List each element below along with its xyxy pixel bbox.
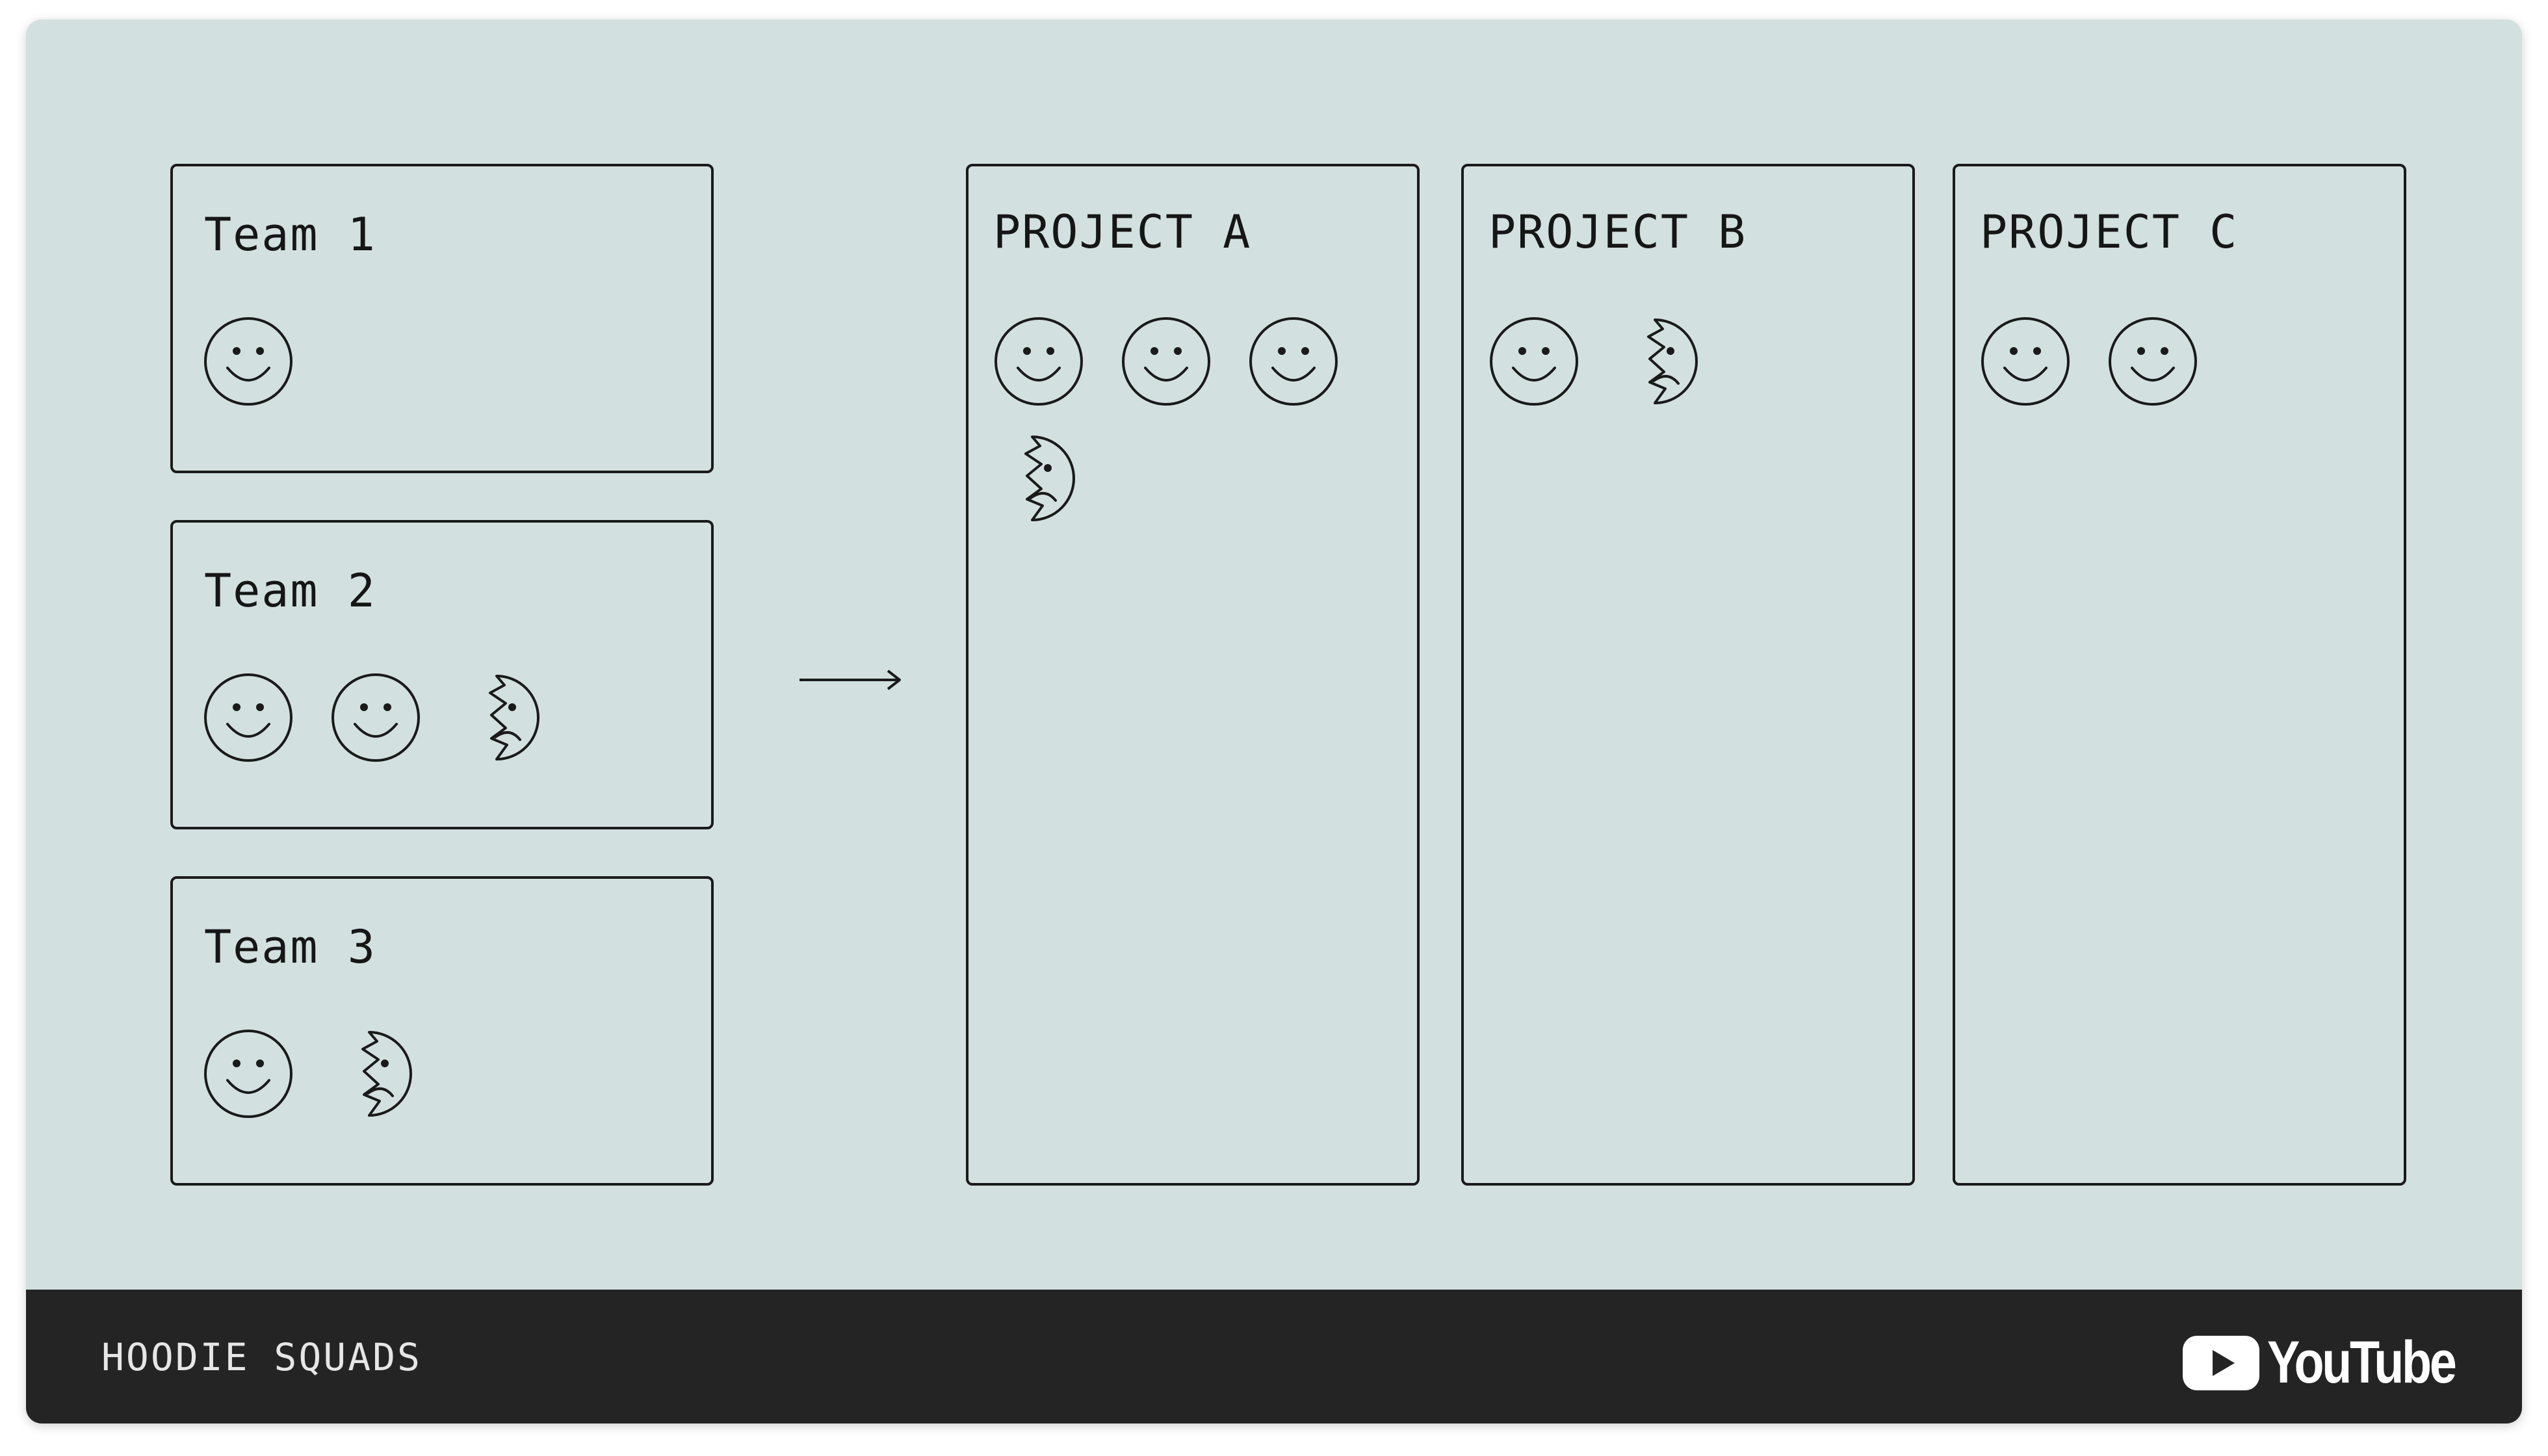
youtube-logo-icon xyxy=(2183,1335,2260,1390)
happy-face-icon xyxy=(2109,317,2197,406)
happy-face-icon xyxy=(204,673,292,762)
happy-face-icon xyxy=(1249,317,1338,406)
face-row xyxy=(1980,316,2344,407)
footer-bar: HOODIE SQUADS YouTube xyxy=(26,1290,2522,1424)
sad-half-face-icon xyxy=(489,675,540,760)
team-label: Team 3 xyxy=(204,920,376,974)
team-label: Team 2 xyxy=(204,564,376,618)
team-box-2: Team 2 xyxy=(170,520,714,829)
happy-face-icon xyxy=(1981,317,2070,406)
team-box-1: Team 1 xyxy=(170,164,714,473)
team-label: Team 1 xyxy=(204,208,376,261)
arrow-right-icon xyxy=(800,670,901,690)
project-box-b: PROJECT B xyxy=(1461,164,1915,1186)
sad-half-face-icon xyxy=(361,1031,412,1117)
happy-face-icon xyxy=(204,317,292,406)
happy-face-icon xyxy=(204,1030,292,1118)
youtube-wordmark: YouTube xyxy=(2267,1329,2457,1396)
footer-title: HOODIE SQUADS xyxy=(101,1335,422,1379)
face-row xyxy=(203,672,549,763)
project-label: PROJECT C xyxy=(1980,205,2239,259)
slide: Team 1 Team 2 Team 3 PROJECT A PROJECT B… xyxy=(26,20,2522,1424)
project-box-a: PROJECT A xyxy=(966,164,1420,1186)
sad-half-face-icon xyxy=(1647,318,1698,404)
team-box-3: Team 3 xyxy=(170,876,714,1186)
face-row xyxy=(203,316,294,407)
project-label: PROJECT A xyxy=(993,205,1252,259)
project-box-c: PROJECT C xyxy=(1953,164,2406,1186)
face-row xyxy=(1488,316,1852,407)
happy-face-icon xyxy=(1490,317,1578,406)
project-label: PROJECT B xyxy=(1488,205,1747,259)
happy-face-icon xyxy=(1122,317,1210,406)
happy-face-icon xyxy=(994,317,1083,406)
sad-half-face-icon xyxy=(1024,436,1075,521)
face-row xyxy=(993,316,1357,524)
youtube-logo[interactable]: YouTube xyxy=(2183,1329,2457,1397)
happy-face-icon xyxy=(332,673,420,762)
face-row xyxy=(203,1028,421,1119)
